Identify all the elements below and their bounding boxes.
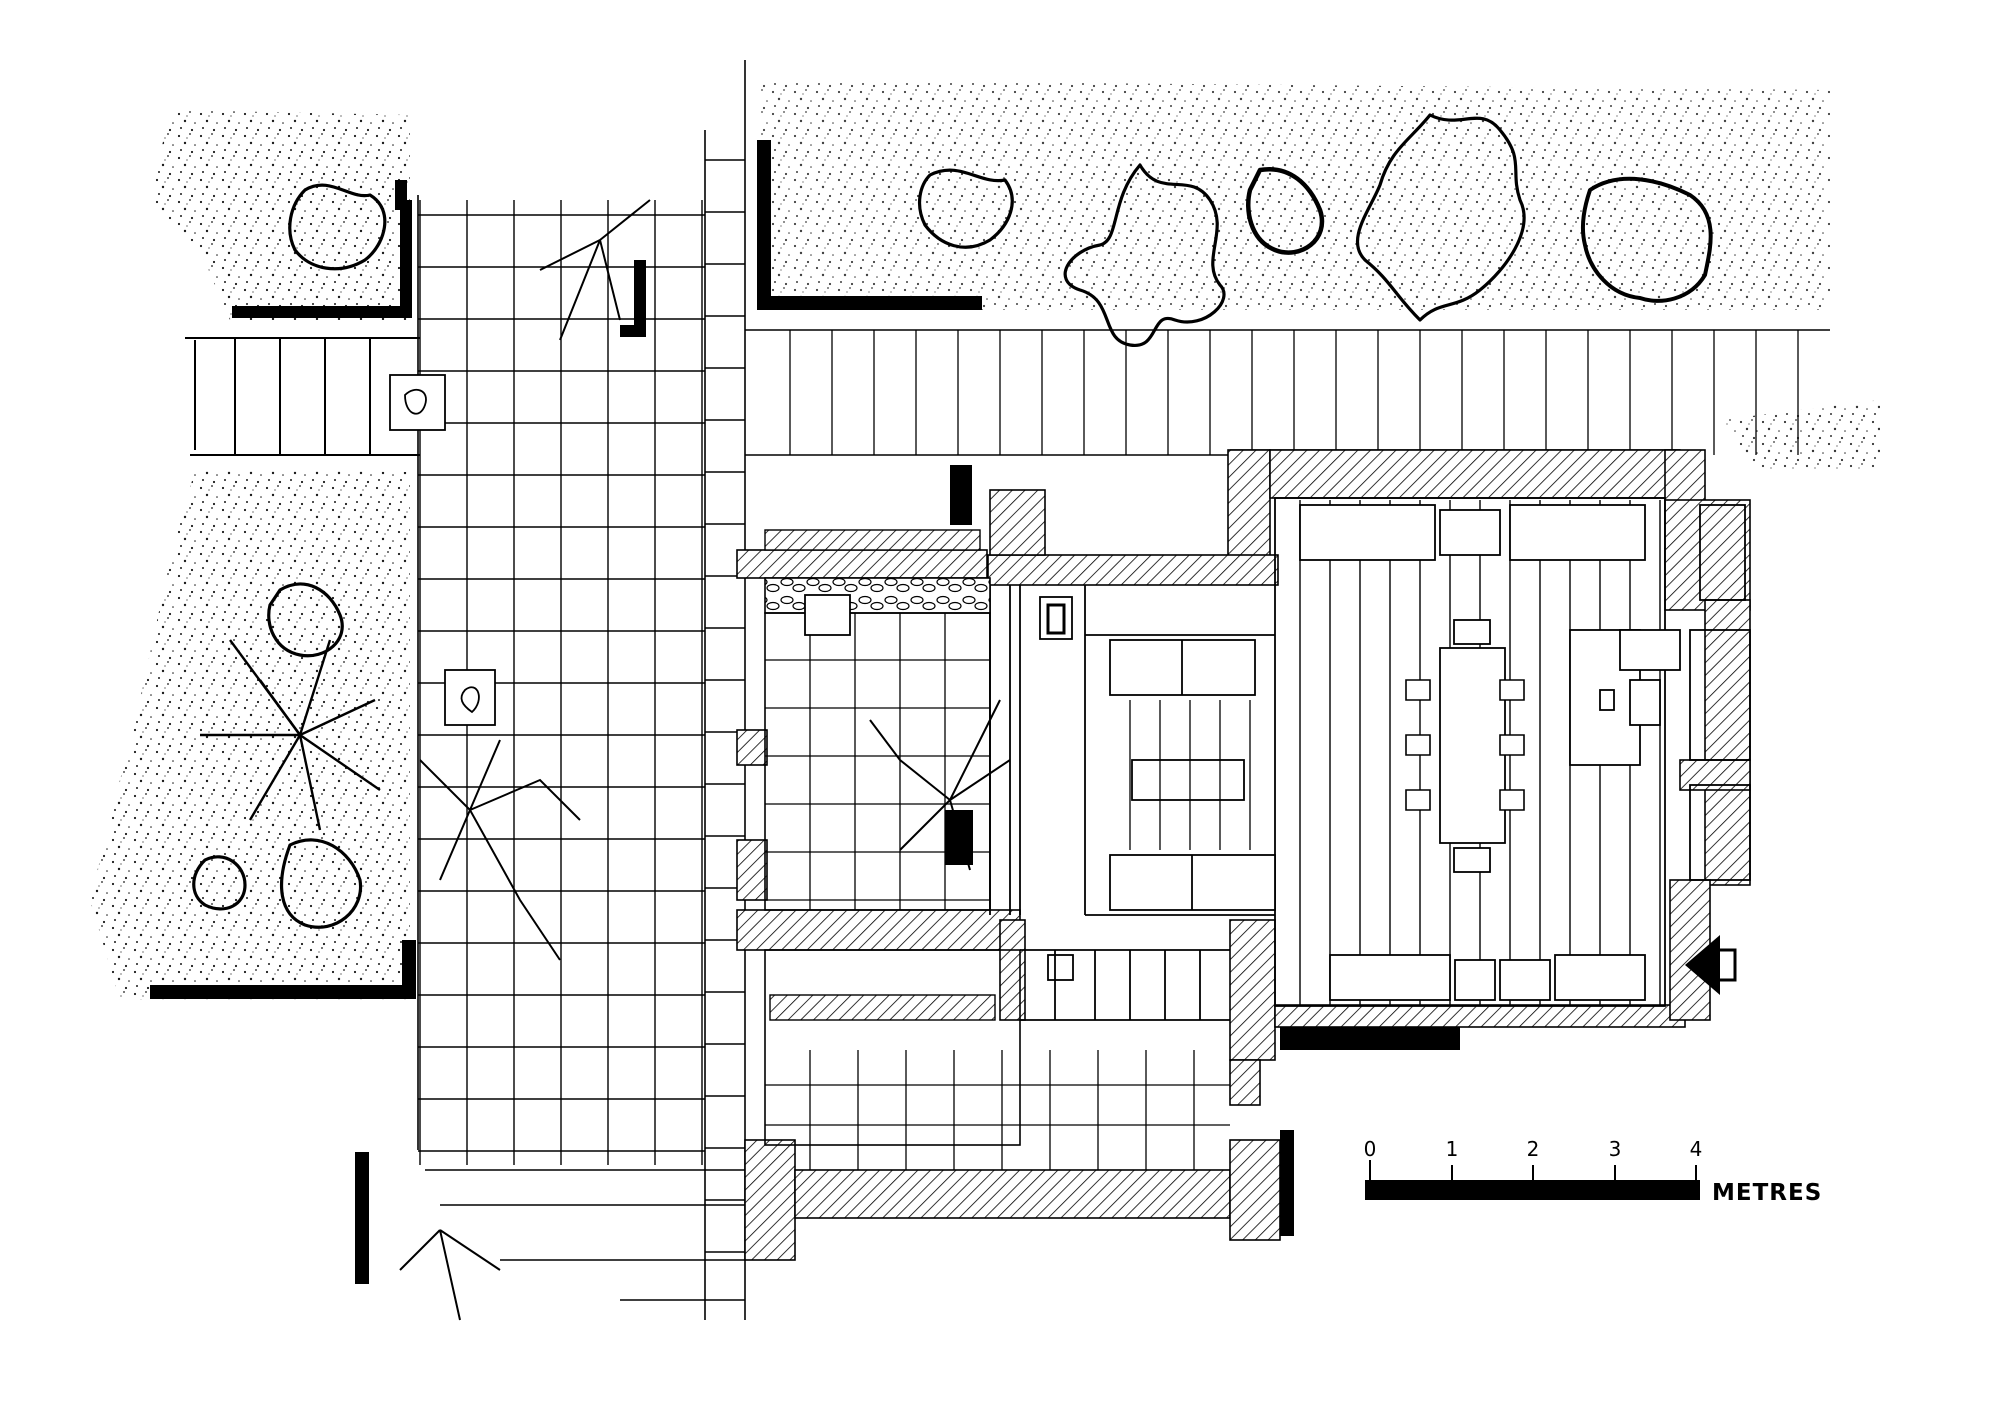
- wall: [945, 810, 973, 865]
- armchair: [1439, 509, 1501, 556]
- paving-tiles: [418, 159, 745, 1253]
- dining-chair: [1405, 679, 1431, 701]
- dining-chairs: [1405, 679, 1525, 811]
- scale-tick-label: 1: [1446, 1137, 1459, 1161]
- trees: [192, 113, 1713, 929]
- garden-walls: [150, 140, 1460, 1284]
- chair: [1453, 619, 1491, 645]
- wall: [1280, 1130, 1294, 1236]
- house-walls: [736, 449, 1751, 1261]
- sofa: [1299, 504, 1436, 561]
- scale-bar: 0 1 2 3 4 METRES: [1364, 1137, 1822, 1206]
- sofa: [1329, 954, 1451, 1001]
- shrub: [917, 168, 1014, 249]
- wall: [150, 985, 416, 999]
- coffee-table: [1131, 759, 1245, 801]
- wall: [634, 260, 646, 335]
- paving-grid-main: [417, 60, 746, 1320]
- scale-tick-label: 0: [1364, 1137, 1377, 1161]
- dining-chair: [1499, 679, 1525, 701]
- wall: [950, 465, 972, 525]
- dining-chair: [1499, 789, 1525, 811]
- dining-table: [1439, 647, 1506, 844]
- chair: [1619, 629, 1681, 671]
- shrub: [1246, 166, 1325, 255]
- chair: [1599, 689, 1615, 711]
- tree-canopy: [1580, 176, 1713, 303]
- scale-unit-label: METRES: [1712, 1180, 1822, 1206]
- scale-bar-fill: [1365, 1180, 1700, 1200]
- courtyard: [764, 577, 1021, 1146]
- boardwalk-top: [745, 329, 1830, 456]
- scale-tick-label: 2: [1527, 1137, 1540, 1161]
- shrub: [192, 855, 247, 911]
- sofa: [1509, 504, 1646, 561]
- bare-trees: [399, 199, 1011, 1321]
- entrance-arrow-icon: [1685, 935, 1737, 995]
- shrub: [288, 183, 387, 271]
- stone-edge: [764, 577, 991, 614]
- floorboards-lounge: [1129, 700, 1251, 850]
- dining-chair: [1405, 734, 1431, 756]
- gravel-bed-right: [1720, 400, 1880, 470]
- living-furniture: [1299, 504, 1681, 1001]
- scale-tick-label: 3: [1609, 1137, 1622, 1161]
- dining-chair: [1499, 734, 1525, 756]
- chair: [1629, 679, 1661, 726]
- wall: [355, 1152, 369, 1284]
- paving-tiles-courtyard: [765, 613, 1230, 1170]
- chair: [1453, 847, 1491, 873]
- agave-plant: [200, 639, 381, 831]
- stepping-pads: [389, 374, 851, 726]
- gravel-bed-top-left: [150, 110, 410, 320]
- tree-canopy: [1063, 163, 1226, 347]
- shrub: [267, 582, 344, 658]
- wall: [395, 180, 407, 210]
- wall: [400, 200, 412, 318]
- tree-canopy: [1355, 113, 1526, 322]
- wall: [757, 140, 771, 310]
- boardwalk-top-left: [185, 337, 420, 456]
- gravel-bed-top: [760, 80, 1830, 310]
- wall: [232, 306, 412, 318]
- armchair: [1499, 959, 1551, 1001]
- boardwalk-boards: [789, 330, 1799, 455]
- shrub: [279, 838, 363, 929]
- scale-tick-label: 4: [1690, 1137, 1703, 1161]
- wall: [757, 296, 982, 310]
- wall: [402, 940, 416, 999]
- lounge-furniture: [1109, 639, 1276, 911]
- planter-hatches: [764, 529, 996, 1021]
- dining-chair: [1405, 789, 1431, 811]
- armchair: [1454, 959, 1496, 1001]
- sofa: [1554, 954, 1646, 1001]
